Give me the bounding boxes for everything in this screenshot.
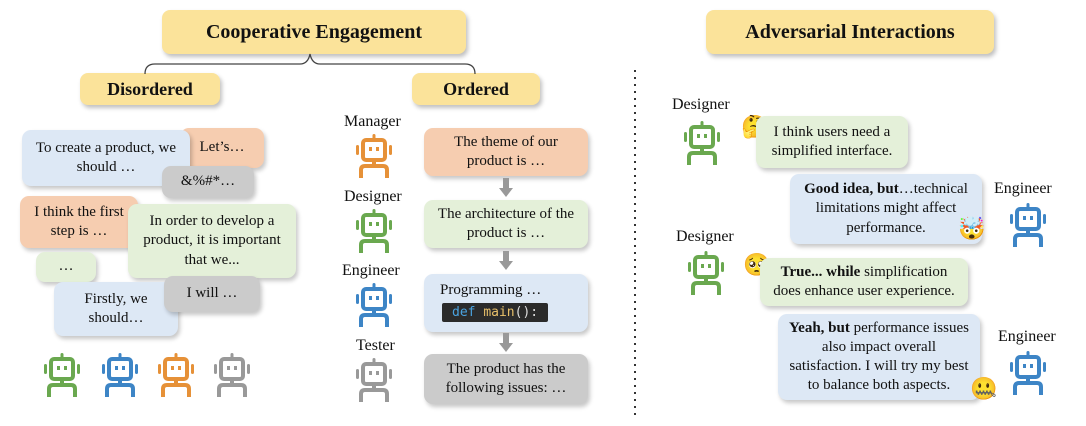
manager-label: Manager <box>344 113 401 130</box>
robot-icon-adv-engineer1 <box>1008 202 1048 248</box>
robot-icon-tester <box>354 357 394 403</box>
adv-engineer1-text: …technical limitations might affect perf… <box>815 181 968 236</box>
arrow-down-icon-2 <box>499 251 513 270</box>
engineer-label: Engineer <box>342 262 400 279</box>
bubble-i-will: I will … <box>164 276 260 312</box>
tester-label: Tester <box>356 337 395 354</box>
robot-icon-manager <box>354 133 394 179</box>
arrow-down-icon-3 <box>499 333 513 352</box>
disordered-header: Disordered <box>80 73 220 105</box>
ordered-header: Ordered <box>412 73 540 105</box>
bubble-firstly: Firstly, we should… <box>54 282 178 336</box>
robot-icon-adv-designer2 <box>686 250 726 296</box>
adv-engineer2-bold: Yeah, but <box>789 319 850 336</box>
adv-designer2-bubble: True... while simplification does enhanc… <box>760 258 968 306</box>
bubble-scribble: &%#*… <box>162 166 254 198</box>
adv-designer1-bubble: I think users need a simplified interfac… <box>756 116 908 168</box>
code-rest: (): <box>514 305 539 320</box>
adv-designer2-label: Designer <box>676 228 734 245</box>
exploding-head-emoji-icon: 🤯 <box>958 216 986 241</box>
adv-engineer2-text: performance issues also impact overall s… <box>789 319 969 394</box>
adv-engineer1-label: Engineer <box>994 180 1052 197</box>
code-snippet: def main(): <box>442 303 549 322</box>
robot-icon-adv-designer1 <box>682 120 722 166</box>
cooperative-header: Cooperative Engagement <box>162 10 466 54</box>
arrow-down-icon-1 <box>499 178 513 197</box>
code-keyword: def <box>452 305 476 320</box>
code-function: main <box>483 305 515 320</box>
adv-engineer1-bubble: Good idea, but…technical limitations mig… <box>790 174 982 244</box>
robot-icon-orange <box>156 352 196 398</box>
robot-icon-adv-engineer2 <box>1008 350 1048 396</box>
divider-line <box>634 70 636 415</box>
header-brace <box>144 53 476 75</box>
robot-icon-gray <box>212 352 252 398</box>
designer-label: Designer <box>344 188 402 205</box>
adv-designer1-label: Designer <box>672 96 730 113</box>
adv-designer2-bold: True... while <box>780 263 861 280</box>
tester-bubble: The product has the following issues: … <box>424 354 588 404</box>
robot-icon-green <box>42 352 82 398</box>
zipper-mouth-emoji-icon: 🤐 <box>970 376 998 401</box>
designer-bubble: The architecture of the product is … <box>424 200 588 248</box>
adv-engineer1-bold: Good idea, but <box>804 181 899 198</box>
robot-icon-designer <box>354 208 394 254</box>
bubble-first-step: I think the first step is … <box>20 196 138 248</box>
bubble-develop: In order to develop a product, it is imp… <box>128 204 296 278</box>
engineer-bubble-text: Programming … <box>440 282 542 298</box>
bubble-ellipsis: … <box>36 252 96 282</box>
robot-icon-blue <box>100 352 140 398</box>
manager-bubble: The theme of our product is … <box>424 128 588 176</box>
robot-icon-engineer <box>354 282 394 328</box>
adv-engineer2-label: Engineer <box>998 328 1056 345</box>
adversarial-header: Adversarial Interactions <box>706 10 994 54</box>
bubble-lets: Let’s… <box>180 128 264 168</box>
adv-engineer2-bubble: Yeah, but performance issues also impact… <box>778 314 980 400</box>
adv-designer2-text: simplification does enhance user experie… <box>773 263 955 299</box>
